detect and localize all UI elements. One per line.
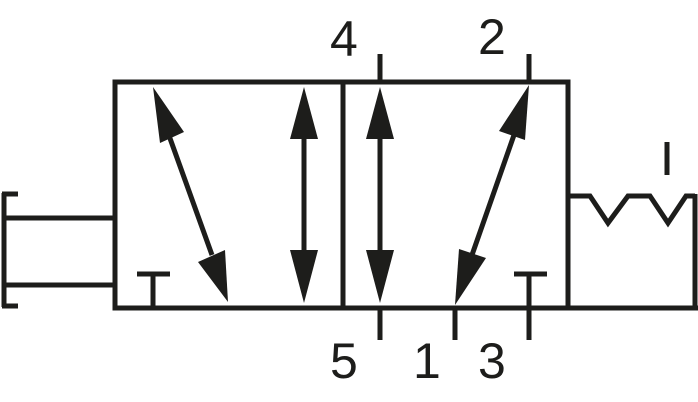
arrow-head-icon: [153, 87, 184, 143]
flow-arrow-shaft: [469, 134, 517, 256]
port-label-1: 1: [413, 333, 441, 389]
flow-arrow-shaft: [164, 129, 215, 256]
port-label-4: 4: [330, 11, 358, 67]
blocked-port-left-icon: [137, 271, 170, 308]
spring-return: [568, 142, 698, 311]
arrow-head-icon: [455, 249, 486, 305]
arrow-head-icon: [499, 85, 529, 140]
arrow-head-icon: [366, 87, 394, 139]
arrow-head-icon: [290, 87, 318, 139]
arrow-head-icon: [198, 250, 228, 302]
arrow-head-icon: [290, 250, 318, 303]
arrow-head-icon: [366, 250, 394, 303]
blocked-port-right-icon: [514, 271, 547, 308]
plunger-actuator: [1, 191, 115, 309]
port-label-5: 5: [330, 333, 358, 389]
port-label-3: 3: [478, 333, 506, 389]
port-label-2: 2: [478, 9, 506, 65]
